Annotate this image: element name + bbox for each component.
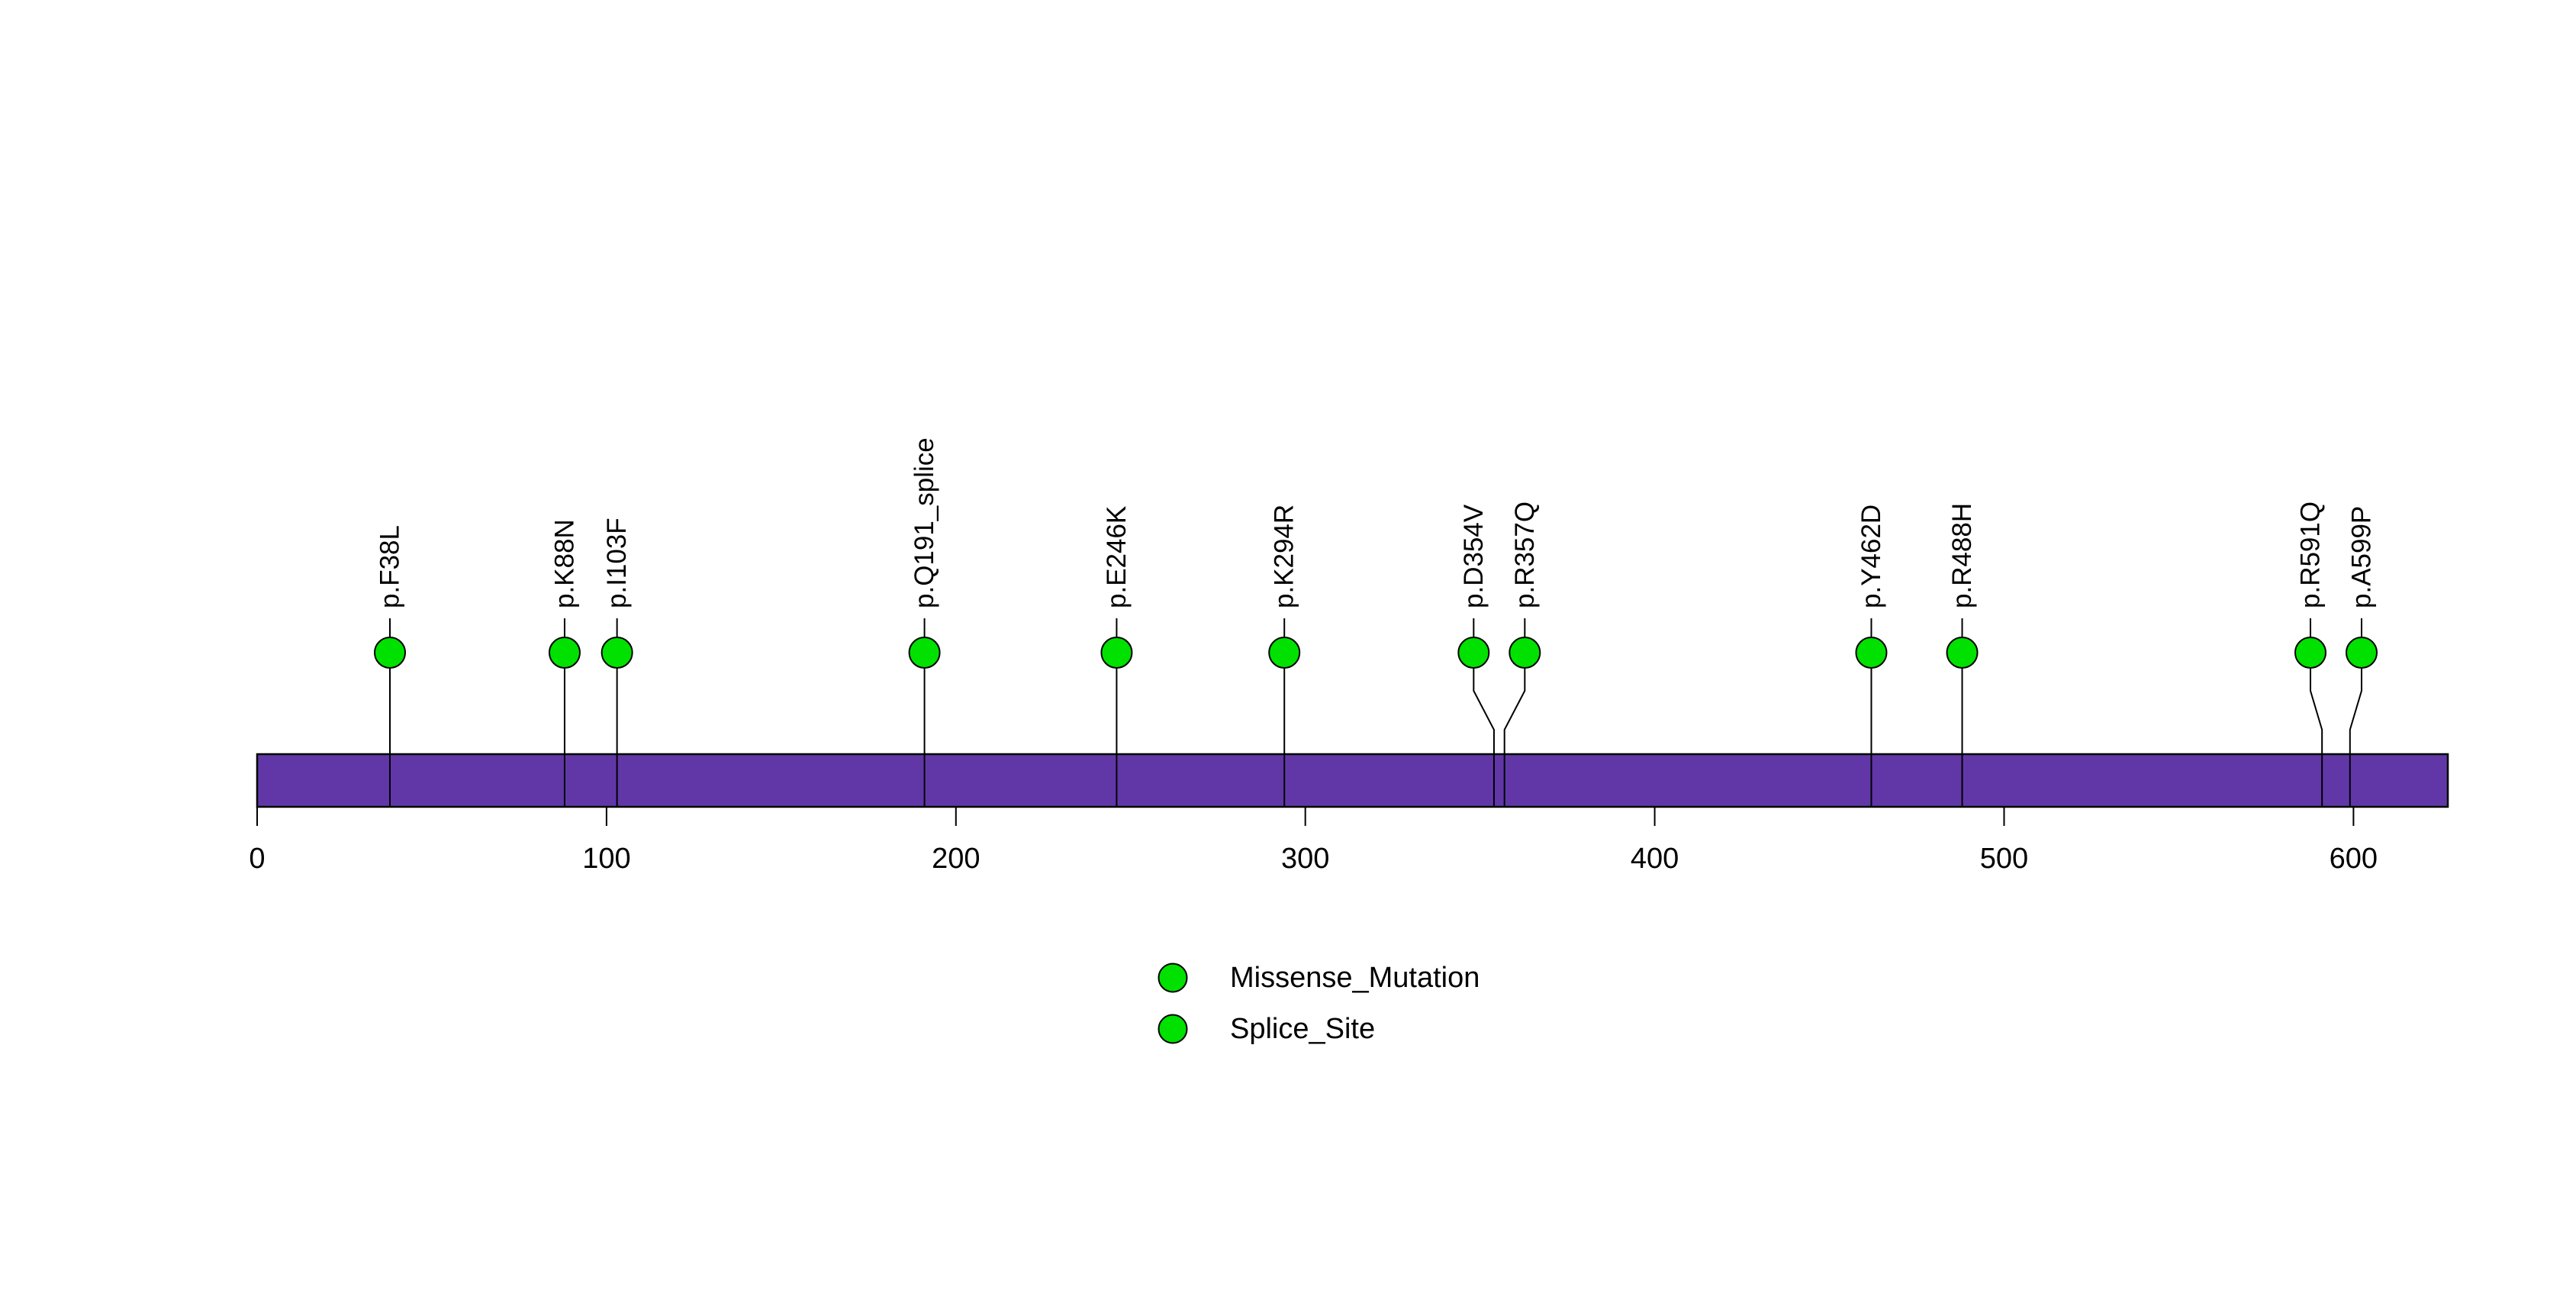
mutation-label: p.Y462D: [1856, 505, 1886, 608]
mutation-marker: [1946, 637, 1979, 669]
protein-backbone: [256, 753, 2449, 808]
mutation-label: p.K88N: [549, 519, 579, 608]
mutation-label: p.E246K: [1102, 506, 1132, 608]
backbone-layer: [256, 753, 2449, 808]
axis-layer: 0 100 200 300 400 500 600: [249, 807, 2378, 875]
legend-marker: [1158, 963, 1188, 993]
mutation-marker: [1855, 637, 1888, 669]
mutation-label: p.A599P: [2346, 506, 2376, 608]
mutation-marker: [601, 637, 633, 669]
mutation-label: p.Q191_splice: [910, 437, 939, 608]
mutation-marker: [374, 637, 406, 669]
axis-tick-label: 200: [932, 843, 980, 875]
mutation-label: p.R357Q: [1510, 501, 1540, 608]
axis-tick-label: 0: [249, 843, 265, 875]
legend-marker: [1158, 1014, 1188, 1044]
mutation-marker: [1268, 637, 1301, 669]
mutation-marker: [548, 637, 581, 669]
mutation-marker: [1509, 637, 1541, 669]
markers-layer: [374, 637, 2378, 669]
labels-layer: p.F38L p.K88N p.I103F p.Q191_splice p.E246K p…: [375, 437, 2377, 608]
legend-label: Splice_Site: [1230, 1013, 1375, 1045]
mutation-marker: [1100, 637, 1133, 669]
axis-tick-label: 300: [1281, 843, 1329, 875]
mutation-marker: [2294, 637, 2326, 669]
legend-label: Missense_Mutation: [1230, 962, 1480, 994]
mutation-label: p.I103F: [602, 518, 632, 608]
mutation-marker: [2345, 637, 2378, 669]
mutation-marker: [908, 637, 941, 669]
mutation-label: p.R488H: [1947, 503, 1977, 608]
mutation-label: p.D354V: [1459, 504, 1489, 608]
axis-tick-label: 400: [1631, 843, 1679, 875]
mutation-label: p.R591Q: [2295, 501, 2325, 608]
mutation-label: p.F38L: [375, 525, 405, 608]
axis-tick-label: 500: [1980, 843, 2028, 875]
mutation-label: p.K294R: [1270, 505, 1299, 608]
axis-tick-label: 100: [582, 843, 630, 875]
axis-tick-label: 600: [2330, 843, 2378, 875]
mutation-marker: [1457, 637, 1490, 669]
